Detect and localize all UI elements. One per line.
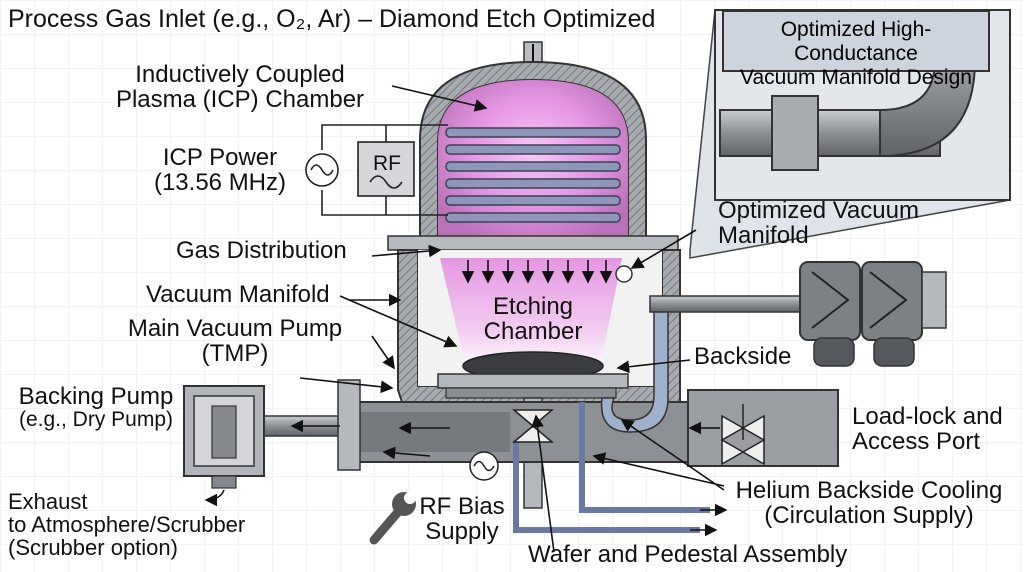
label-helium-line1: Helium Backside Cooling	[735, 477, 1003, 504]
label-rf-bias: RF Bias Supply	[412, 493, 512, 546]
label-icp-power-line1: ICP Power	[162, 144, 278, 171]
gas-flow-arrows	[461, 260, 613, 284]
label-load-lock: Load-lock and Access Port	[852, 403, 1003, 456]
wrench-icon	[369, 492, 416, 545]
gas-distribution-plate	[387, 235, 679, 251]
label-opt-manifold-line1: Optimized Vacuum	[718, 197, 919, 224]
label-icp-power: ICP Power (13.56 MHz)	[150, 144, 290, 197]
label-helium-cooling: Helium Backside Cooling (Circulation Sup…	[724, 477, 1014, 530]
label-backside: Backside	[694, 343, 792, 370]
icp-power-circuit	[321, 124, 448, 216]
label-rf-bias-line1: RF Bias	[419, 493, 505, 520]
label-rf: RF	[373, 152, 401, 175]
label-helium-line2: (Circulation Supply)	[764, 502, 974, 530]
label-icp-power-line2: (13.56 MHz)	[153, 169, 287, 197]
label-gas-distribution: Gas Distribution	[176, 237, 347, 264]
helium-lines	[513, 402, 710, 533]
wafer-pedestal	[437, 351, 629, 509]
label-main-pump-line1: Main Vacuum Pump	[127, 315, 343, 342]
inset-title: Optimized High-Conductance Vacuum Manifo…	[722, 10, 990, 89]
rf-coil	[445, 127, 621, 223]
label-etching-chamber: Etching Chamber	[470, 293, 596, 346]
label-icp-chamber-line1: Inductively Coupled	[135, 61, 345, 88]
label-exhaust: Exhaust to Atmosphere/Scrubber (Scrubber…	[8, 490, 245, 559]
label-exhaust-line2: to Atmosphere/Scrubber	[8, 512, 246, 538]
rf-generator-box	[357, 141, 415, 197]
manifold-bellows	[799, 261, 947, 367]
backing-pump	[183, 385, 265, 489]
pressure-gauge-icon	[615, 265, 633, 283]
label-exhaust-line3: (Scrubber option)	[8, 535, 178, 561]
label-backing-pump-line2: (e.g., Dry Pump)	[18, 408, 174, 432]
inset-title-line2: Vacuum Manifold Design	[740, 66, 972, 90]
label-wafer-assembly: Wafer and Pedestal Assembly	[528, 541, 848, 568]
label-etching-line2: Chamber	[483, 318, 583, 346]
label-main-vacuum-pump: Main Vacuum Pump (TMP)	[100, 315, 370, 368]
label-icp-chamber-line2: Plasma (ICP) Chamber	[115, 86, 365, 114]
label-main-pump-line2: (TMP)	[201, 340, 269, 368]
label-opt-manifold-line2: Manifold	[718, 222, 809, 250]
label-exhaust-line1: Exhaust	[8, 489, 88, 514]
label-rf-bias-line2: Supply	[425, 518, 499, 546]
label-icp-chamber: Inductively Coupled Plasma (ICP) Chamber	[90, 61, 390, 114]
label-etching-line1: Etching	[492, 293, 574, 320]
label-backing-pump-line1: Backing Pump	[18, 383, 174, 410]
label-load-lock-line1: Load-lock and	[852, 403, 1003, 430]
inset-title-line1: Optimized High-Conductance	[780, 18, 932, 66]
label-vacuum-manifold: Vacuum Manifold	[146, 281, 330, 308]
label-backing-pump: Backing Pump (e.g., Dry Pump)	[8, 384, 184, 431]
label-load-lock-line2: Access Port	[852, 428, 981, 456]
diagram-title: Process Gas Inlet (e.g., O₂, Ar) – Diamo…	[8, 5, 656, 33]
etch-plasma	[440, 258, 622, 368]
optimized-manifold-pipe	[649, 295, 801, 313]
foreline-flange	[337, 379, 361, 471]
label-optimized-manifold: Optimized Vacuum Manifold	[718, 197, 919, 250]
leader-lines	[299, 85, 725, 553]
